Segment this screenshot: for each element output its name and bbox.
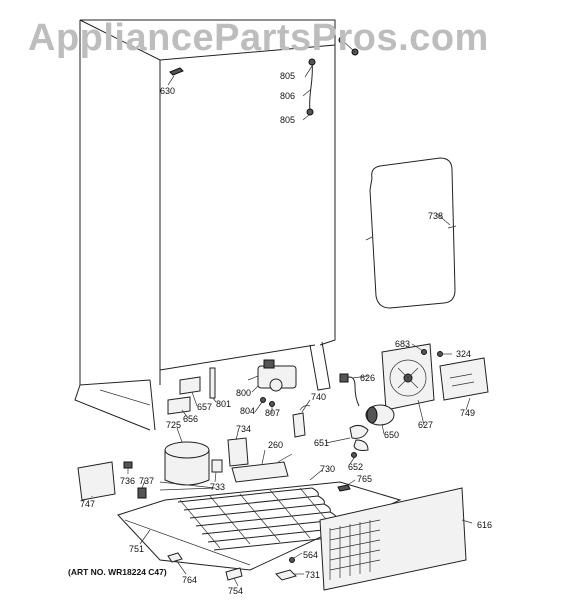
part-651-fan-blade[interactable] [349, 424, 369, 451]
label-651[interactable]: 651 [314, 438, 329, 448]
label-627[interactable]: 627 [418, 420, 433, 430]
part-260-harness[interactable] [231, 453, 293, 483]
part-738-heater-loop[interactable] [365, 157, 457, 309]
label-725[interactable]: 725 [166, 420, 181, 430]
label-324[interactable]: 324 [456, 349, 471, 359]
label-733[interactable]: 733 [210, 482, 225, 492]
part-765-clip[interactable] [337, 484, 351, 492]
part-top-fitting[interactable] [338, 36, 359, 56]
art-number: (ART NO. WR18224 C47) [68, 567, 167, 577]
label-738[interactable]: 738 [428, 211, 443, 221]
part-652-nut[interactable] [351, 452, 357, 458]
part-764-clip[interactable] [167, 552, 183, 563]
label-765[interactable]: 765 [357, 474, 372, 484]
label-683[interactable]: 683 [395, 339, 410, 349]
part-804-screw[interactable] [260, 397, 266, 403]
part-731-clip[interactable] [275, 569, 297, 581]
label-650[interactable]: 650 [384, 430, 399, 440]
label-736[interactable]: 736 [120, 476, 135, 486]
label-652[interactable]: 652 [348, 462, 363, 472]
leader-lines [91, 65, 473, 587]
label-800[interactable]: 800 [236, 388, 251, 398]
label-616[interactable]: 616 [477, 520, 492, 530]
label-734[interactable]: 734 [236, 424, 251, 434]
label-807[interactable]: 807 [265, 408, 280, 418]
part-807-screw[interactable] [269, 401, 275, 407]
label-749[interactable]: 749 [460, 408, 475, 418]
part-749-cover[interactable] [439, 357, 489, 401]
label-260[interactable]: 260 [268, 440, 283, 450]
label-751[interactable]: 751 [129, 544, 144, 554]
label-806[interactable]: 806 [280, 91, 295, 101]
label-730[interactable]: 730 [320, 464, 335, 474]
part-733-overload[interactable] [211, 459, 223, 473]
label-737[interactable]: 737 [139, 476, 154, 486]
label-747[interactable]: 747 [80, 499, 95, 509]
label-626[interactable]: 626 [360, 373, 375, 383]
label-804[interactable]: 804 [240, 406, 255, 416]
label-740[interactable]: 740 [311, 392, 326, 402]
label-656[interactable]: 656 [183, 414, 198, 424]
part-630-clip[interactable] [167, 67, 184, 86]
part-751-base-pan[interactable] [117, 481, 402, 571]
label-801[interactable]: 801 [216, 399, 231, 409]
label-805-top[interactable]: 805 [280, 71, 295, 81]
part-324-screw[interactable] [437, 351, 443, 357]
part-730-condenser-coil[interactable] [177, 487, 349, 551]
part-616-grille[interactable] [319, 487, 467, 591]
part-626-harness[interactable] [339, 373, 360, 407]
label-564[interactable]: 564 [303, 550, 318, 560]
part-734-relay[interactable] [227, 437, 249, 467]
watermark: AppliancePartsPros.com [28, 17, 489, 59]
label-754[interactable]: 754 [228, 586, 243, 596]
part-800-water-valve[interactable] [247, 359, 297, 392]
label-764[interactable]: 764 [182, 575, 197, 585]
part-650-fan-motor[interactable] [365, 404, 395, 426]
part-564-screw[interactable] [289, 557, 295, 563]
part-747-bracket[interactable] [77, 461, 116, 501]
part-737-grommet[interactable] [137, 487, 147, 499]
part-656-bracket[interactable] [167, 396, 191, 415]
part-801-tube[interactable] [209, 367, 216, 399]
refrigerator-cabinet [74, 19, 336, 431]
part-736-grommet[interactable] [123, 461, 133, 469]
part-754-clip[interactable] [225, 567, 243, 581]
label-731[interactable]: 731 [305, 570, 320, 580]
label-805-bottom[interactable]: 805 [280, 115, 295, 125]
label-657[interactable]: 657 [197, 402, 212, 412]
part-labels: 630 805 806 805 738 683 324 626 800 801 … [80, 71, 492, 596]
label-630[interactable]: 630 [160, 86, 175, 96]
part-657-bracket[interactable] [179, 376, 201, 395]
part-725-compressor[interactable] [159, 441, 216, 491]
part-627-fan-bracket[interactable] [381, 343, 435, 411]
part-806-tube[interactable] [306, 58, 316, 116]
part-740-thermostat[interactable] [292, 405, 311, 438]
